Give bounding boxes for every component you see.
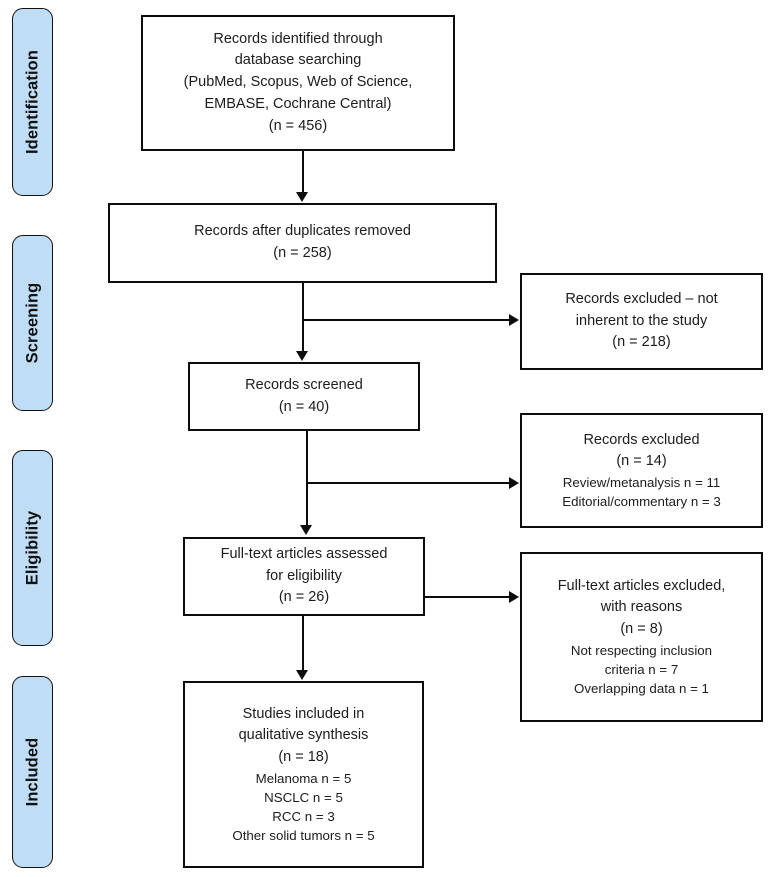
- stage-eligibility-label: Eligibility: [23, 510, 41, 586]
- node-line: for eligibility: [266, 567, 342, 584]
- node-line: Melanoma n = 5: [255, 770, 352, 786]
- node-line: NSCLC n = 5: [264, 789, 343, 805]
- stage-eligibility: Eligibility: [12, 450, 53, 646]
- connector-duplicates-to-excluded: [302, 319, 510, 322]
- node-line: Studies included in: [242, 705, 365, 722]
- node-line: Not respecting inclusion: [570, 642, 713, 658]
- node-count: (n = 26): [278, 589, 330, 606]
- node-count: (n = 40): [278, 398, 330, 415]
- node-count: (n = 8): [620, 621, 663, 638]
- connector-fulltext-to-included: [302, 616, 305, 671]
- node-line: criteria n = 7: [604, 662, 679, 678]
- arrowhead-down: [296, 670, 308, 680]
- node-line: database searching: [234, 52, 362, 69]
- stage-included-label: Included: [23, 737, 41, 807]
- connector-fulltext-to-excluded: [423, 596, 510, 599]
- node-line: Other solid tumors n = 5: [232, 828, 375, 844]
- stage-screening: Screening: [12, 235, 53, 411]
- node-records-identified: Records identified through database sear…: [141, 15, 455, 151]
- arrowhead-right: [509, 476, 519, 489]
- stage-screening-label: Screening: [23, 282, 41, 364]
- node-count: (n = 258): [273, 245, 332, 261]
- arrowhead-down: [300, 525, 312, 535]
- node-records-after-duplicates: Records after duplicates removed (n = 25…: [108, 203, 497, 283]
- node-count: (n = 218): [612, 334, 671, 351]
- node-studies-included: Studies included in qualitative synthesi…: [183, 681, 424, 868]
- node-line: (PubMed, Scopus, Web of Science,: [183, 74, 413, 91]
- stage-identification-label: Identification: [23, 49, 41, 155]
- connector-duplicates-to-screened: [302, 283, 305, 352]
- node-line: with reasons: [600, 599, 683, 616]
- arrowhead-down: [296, 351, 308, 361]
- node-line: Full-text articles excluded,: [557, 577, 726, 594]
- node-fulltext-excluded-reasons: Full-text articles excluded, with reason…: [520, 552, 763, 722]
- node-records-excluded-reasons: Records excluded (n = 14) Review/metanal…: [520, 413, 763, 528]
- node-records-excluded-not-inherent: Records excluded – not inherent to the s…: [520, 273, 763, 370]
- node-count: (n = 14): [616, 453, 667, 470]
- connector-screened-to-excluded: [306, 482, 510, 485]
- node-line: Records excluded – not: [565, 290, 718, 307]
- node-line: EMBASE, Cochrane Central): [204, 95, 392, 112]
- arrowhead-down: [296, 192, 308, 202]
- node-line: Records excluded: [583, 431, 700, 448]
- arrowhead-right: [509, 590, 519, 603]
- node-line: Records screened: [245, 376, 363, 393]
- node-fulltext-assessed: Full-text articles assessed for eligibil…: [183, 537, 425, 616]
- stage-included: Included: [12, 676, 53, 868]
- node-line: Records after duplicates removed: [194, 223, 411, 240]
- node-line: inherent to the study: [575, 312, 708, 329]
- connector-screened-to-fulltext: [306, 431, 309, 526]
- node-line: Overlapping data n = 1: [574, 681, 709, 697]
- node-count: (n = 456): [268, 117, 328, 134]
- connector-identified-to-duplicates: [302, 151, 305, 193]
- node-line: Full-text articles assessed: [220, 545, 388, 562]
- node-line: RCC n = 3: [272, 809, 335, 825]
- node-records-screened: Records screened (n = 40): [188, 362, 420, 431]
- stage-identification: Identification: [12, 8, 53, 196]
- node-count: (n = 18): [278, 749, 329, 766]
- node-line: Review/metanalysis n = 11: [562, 475, 721, 491]
- arrowhead-right: [509, 313, 519, 326]
- node-line: Records identified through: [213, 30, 383, 47]
- node-line: Editorial/commentary n = 3: [562, 494, 721, 510]
- node-line: qualitative synthesis: [238, 727, 369, 744]
